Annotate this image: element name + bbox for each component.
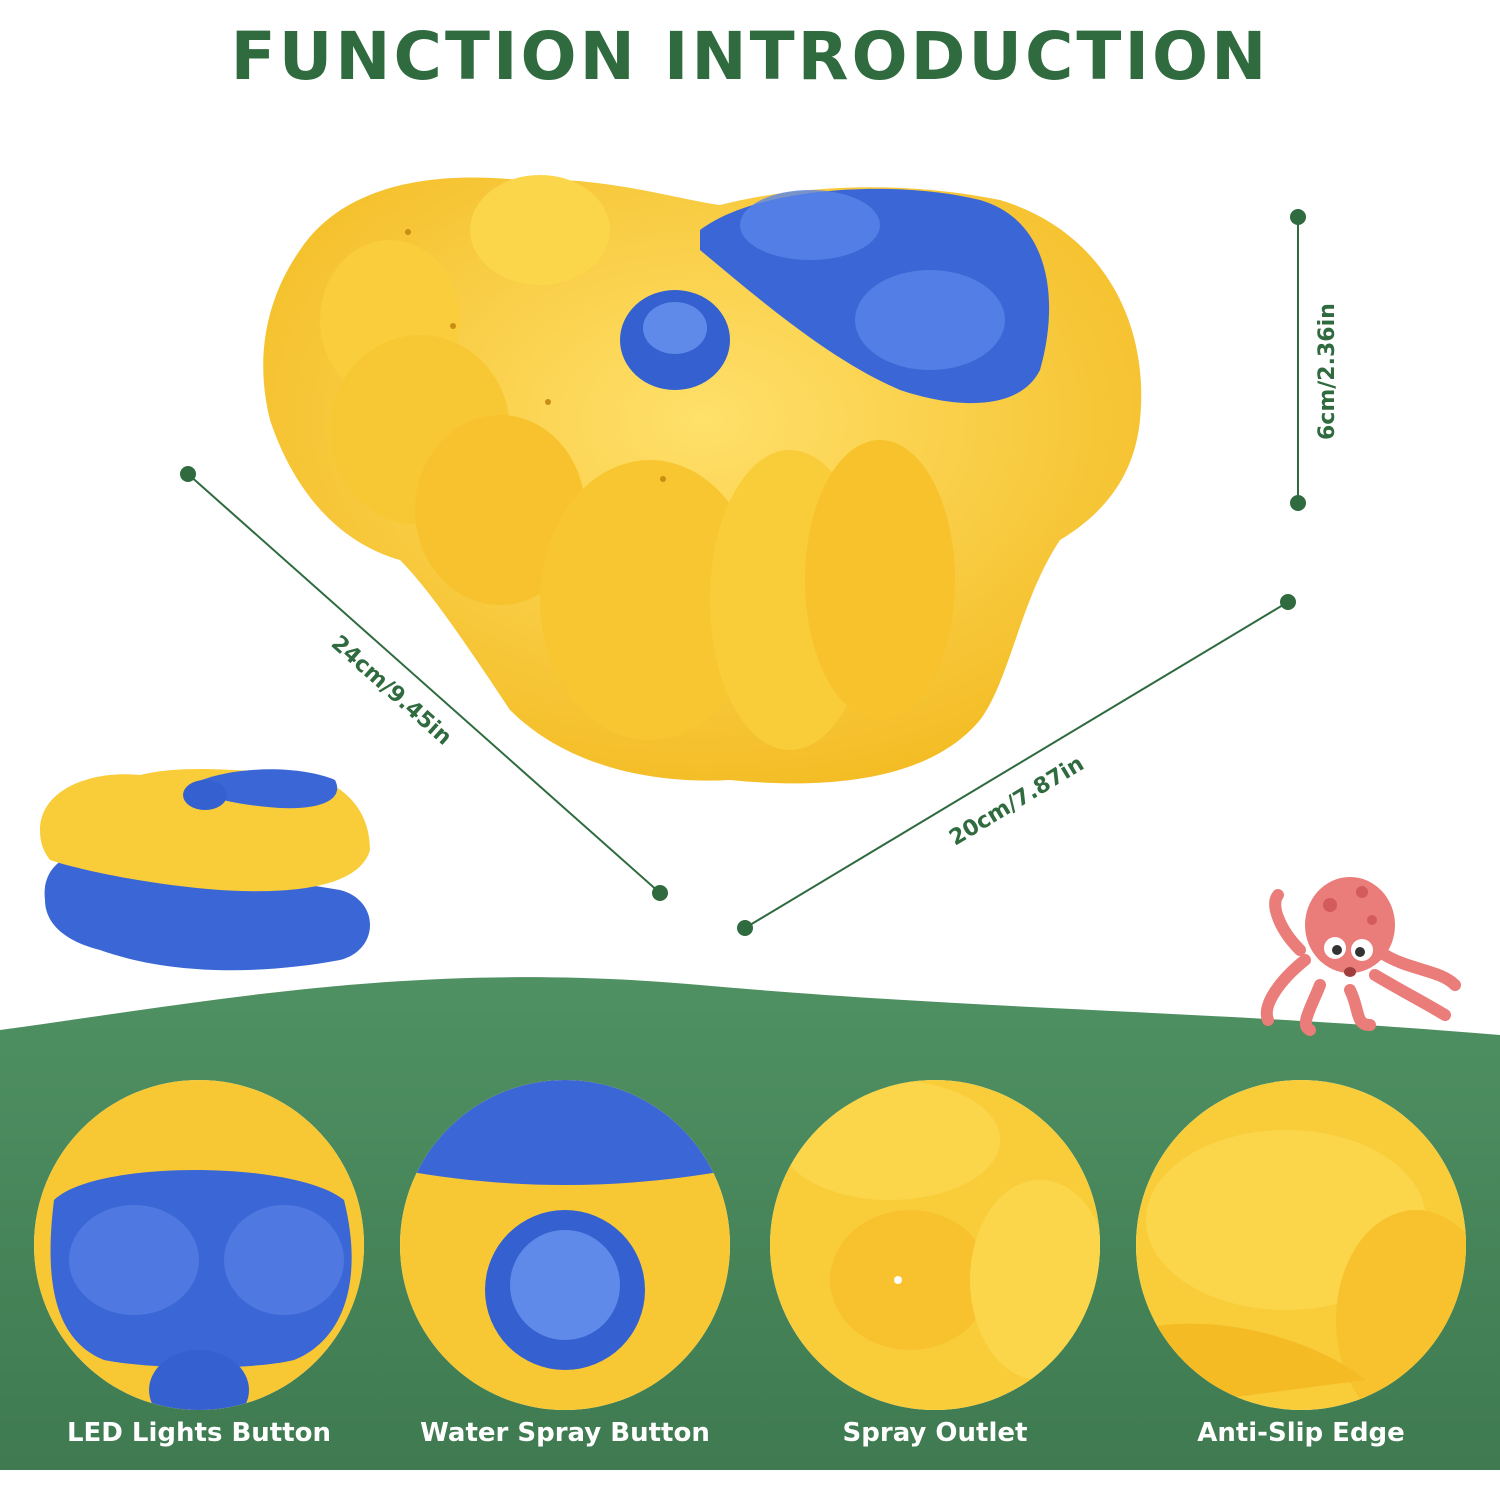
feature-spray-outlet-image: [770, 1080, 1100, 1410]
feature-spray-outlet-label: Spray Outlet: [842, 1418, 1028, 1448]
dimension-height-label: 6cm/2.36in: [1315, 303, 1340, 440]
feature-anti-slip-edge-image: [1136, 1080, 1466, 1410]
stacked-toy-image: [40, 768, 371, 971]
dimension-height: 6cm/2.36in: [1290, 209, 1340, 511]
dimension-width-label: 20cm/7.87in: [945, 751, 1088, 851]
dimension-length-label: 24cm/9.45in: [326, 631, 456, 751]
feature-led-lights-image: [34, 1080, 364, 1410]
page-title: FUNCTION INTRODUCTION: [230, 18, 1270, 95]
green-wave-background: [0, 977, 1500, 1470]
feature-led-lights-label: LED Lights Button: [66, 1418, 332, 1448]
feature-anti-slip-edge-label: Anti-Slip Edge: [1197, 1418, 1405, 1448]
feature-water-spray-label: Water Spray Button: [420, 1418, 710, 1448]
feature-water-spray-image: [400, 1080, 730, 1410]
octopus-icon: [1260, 877, 1461, 1036]
main-toy-image: [263, 175, 1142, 784]
